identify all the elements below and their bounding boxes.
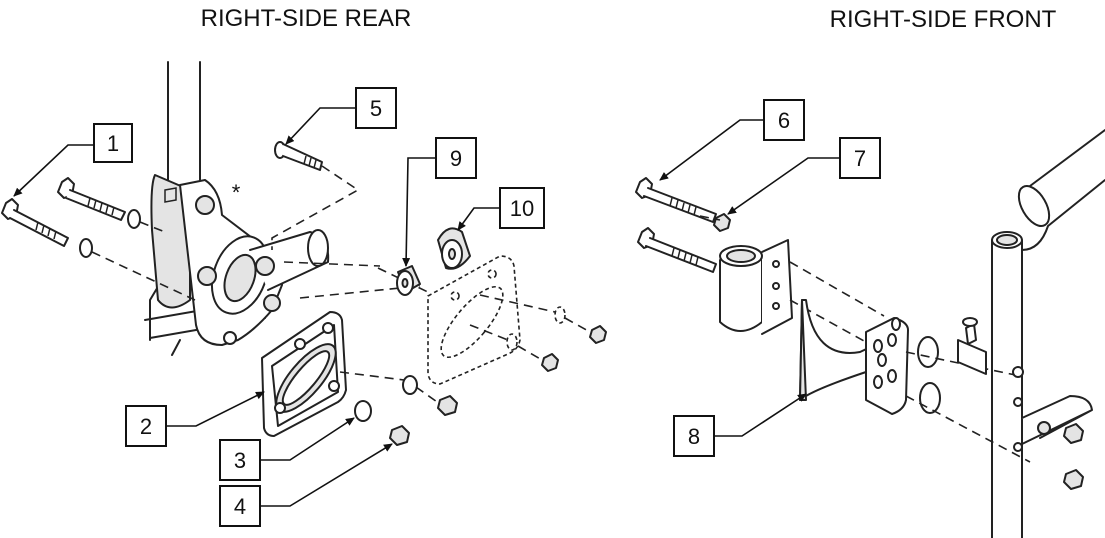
ghost-nut-a [589,325,607,344]
front-spacer-upper [917,336,939,368]
callout-9: 9 [402,137,477,267]
callout-3: 3 [219,417,355,481]
svg-text:1: 1 [107,131,119,156]
svg-text:6: 6 [778,108,790,133]
spacer-9 [396,265,421,296]
clamp-pin [957,317,987,375]
svg-text:9: 9 [450,146,462,171]
rear-bolt-upper [57,177,126,221]
front-bolt-upper [635,177,717,223]
svg-text:2: 2 [140,414,152,439]
callout-1: 1 [13,123,133,197]
washer-rear [402,375,418,395]
hinge-block [719,239,793,335]
svg-text:10: 10 [510,196,534,221]
bracket-8 [799,299,909,415]
callout-7: 7 [727,137,881,215]
callout-8: 8 [673,393,807,457]
front-view-title: RIGHT-SIDE FRONT [830,6,1057,33]
ghost-plate [427,255,521,385]
svg-text:4: 4 [234,494,246,519]
nut-7 [713,213,731,232]
front-nut-upper [1063,423,1084,444]
nut-rear [437,395,458,416]
washer-lower [79,238,93,258]
front-bolt-lower [637,227,717,273]
washer-upper [127,209,141,229]
mounting-plate [261,311,347,437]
washer-3 [354,400,372,422]
svg-text:8: 8 [688,424,700,449]
bolt-5 [274,141,323,171]
rear-view-title: RIGHT-SIDE REAR [201,5,412,32]
callout-4: 4 [219,443,393,527]
bumper-10 [437,227,471,270]
ghost-nut-b [541,353,559,372]
svg-text:3: 3 [234,448,246,473]
front-frame [991,129,1105,538]
callout-5: 5 [285,87,397,145]
callout-10: 10 [457,187,545,231]
svg-text:5: 5 [370,96,382,121]
ghost-washer-b [506,333,518,351]
rear-bolt-lower [1,198,69,247]
front-spacer-lower [919,382,941,414]
callout-6: 6 [659,99,805,181]
asterisk-note: * [232,180,241,205]
front-nut-lower [1063,469,1084,490]
svg-text:7: 7 [854,146,866,171]
ghost-washer-a [554,306,566,324]
rear-frame [144,61,330,356]
callout-2: 2 [125,391,265,447]
nut-4 [389,425,410,446]
